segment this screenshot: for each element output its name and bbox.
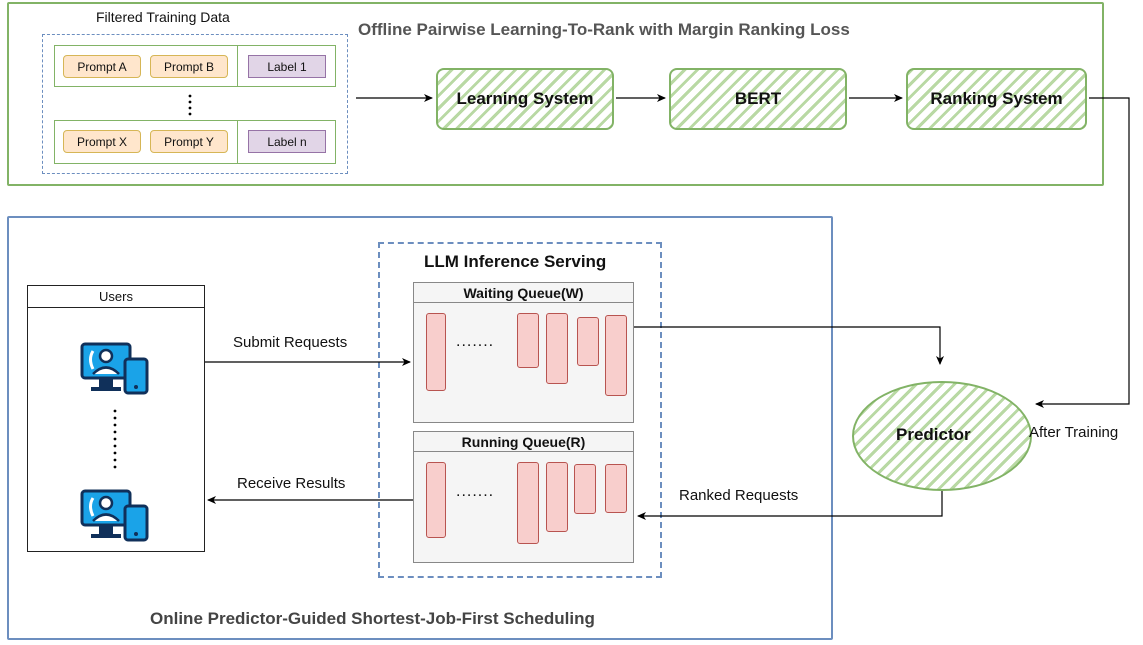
ranked-requests-label: Ranked Requests bbox=[679, 487, 799, 504]
request-block bbox=[546, 462, 568, 532]
request-block bbox=[577, 317, 599, 366]
learning-system-box: Learning System bbox=[436, 68, 614, 130]
training-data-title: Filtered Training Data bbox=[96, 9, 230, 25]
dot bbox=[113, 451, 117, 455]
arrow-waiting-to-predictor bbox=[634, 326, 944, 365]
prompt-chip: Prompt B bbox=[150, 55, 228, 78]
dot bbox=[113, 444, 117, 448]
ellipsis: ....... bbox=[456, 333, 495, 350]
request-block bbox=[517, 462, 539, 544]
training-data-box bbox=[42, 34, 348, 174]
dot bbox=[113, 437, 117, 441]
dot bbox=[188, 100, 192, 104]
dot bbox=[113, 423, 117, 427]
dot bbox=[113, 416, 117, 420]
submit-requests-label: Submit Requests bbox=[233, 334, 348, 351]
dot bbox=[113, 458, 117, 462]
row-divider bbox=[237, 45, 238, 87]
online-title: Online Predictor-Guided Shortest-Job-Fir… bbox=[150, 609, 595, 628]
user-computer-icon bbox=[80, 342, 149, 395]
dot bbox=[113, 430, 117, 434]
running-queue-title: Running Queue(R) bbox=[414, 432, 633, 452]
arrow-ranking-to-predictor bbox=[1035, 97, 1130, 408]
request-block bbox=[605, 315, 627, 396]
request-block bbox=[574, 464, 596, 514]
row-divider bbox=[237, 120, 238, 164]
dot bbox=[188, 112, 192, 116]
training-row bbox=[54, 120, 336, 164]
online-panel bbox=[7, 216, 833, 640]
users-title: Users bbox=[28, 286, 204, 308]
prompt-chip: Prompt Y bbox=[150, 130, 228, 153]
bert-box: BERT bbox=[669, 68, 847, 130]
request-block bbox=[426, 313, 446, 391]
training-row bbox=[54, 45, 336, 87]
dot bbox=[113, 409, 117, 413]
prompt-chip: Prompt A bbox=[63, 55, 141, 78]
ranking-system-box: Ranking System bbox=[906, 68, 1087, 130]
dot bbox=[188, 94, 192, 98]
offline-panel bbox=[7, 2, 1104, 186]
label-chip: Label 1 bbox=[248, 55, 326, 78]
user-computer-icon bbox=[80, 489, 149, 542]
receive-results-label: Receive Results bbox=[237, 475, 346, 492]
request-block bbox=[605, 464, 627, 513]
dot bbox=[188, 106, 192, 110]
waiting-queue-title: Waiting Queue(W) bbox=[414, 283, 633, 303]
arrow-predictor-to-running bbox=[637, 491, 943, 520]
request-block bbox=[546, 313, 568, 384]
after-training-label: After Training bbox=[1029, 424, 1119, 441]
prompt-chip: Prompt X bbox=[63, 130, 141, 153]
llm-serving-title: LLM Inference Serving bbox=[424, 252, 607, 271]
predictor-node bbox=[852, 381, 1032, 491]
predictor-label: Predictor bbox=[896, 425, 971, 444]
llm-serving-box bbox=[378, 242, 662, 578]
offline-title: Offline Pairwise Learning-To-Rank with M… bbox=[358, 20, 850, 39]
request-block bbox=[517, 313, 539, 368]
ellipsis: ....... bbox=[456, 483, 495, 500]
request-block bbox=[426, 462, 446, 538]
dot bbox=[113, 465, 117, 469]
label-chip: Label n bbox=[248, 130, 326, 153]
